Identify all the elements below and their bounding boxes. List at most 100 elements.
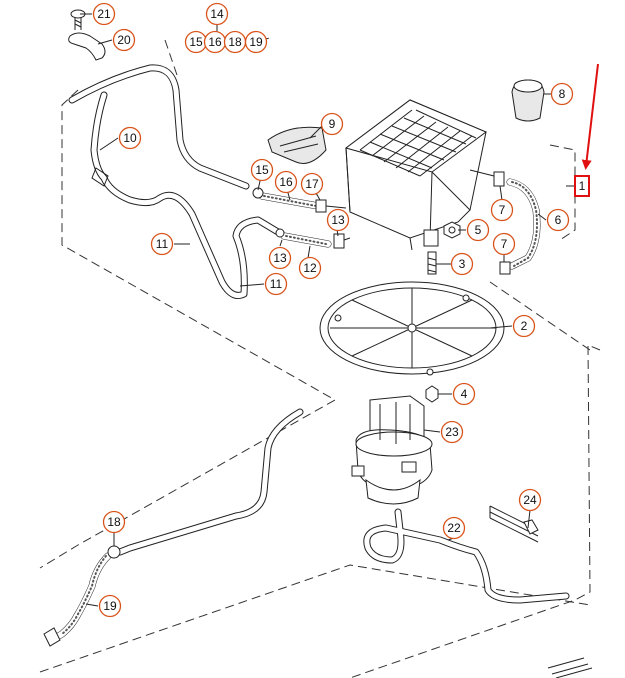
callout-c10: 10 xyxy=(118,126,142,150)
highlighted-part-label-1: 1 xyxy=(574,175,590,197)
callout-c20: 20 xyxy=(112,28,136,52)
callout-circle xyxy=(492,232,516,256)
callout-number: 7 xyxy=(499,203,506,217)
callout-circle xyxy=(442,516,466,540)
callout-circle xyxy=(546,208,570,232)
hose-part-19 xyxy=(43,545,121,647)
canister-housing xyxy=(344,99,488,251)
hose-part-10-11 xyxy=(90,91,282,299)
callout-c7b: 7 xyxy=(492,232,516,256)
callout-circle xyxy=(102,510,126,534)
callout-c16a: 16 xyxy=(203,30,227,54)
part-fragment-bottom-right xyxy=(547,657,593,678)
callout-number: 17 xyxy=(305,177,319,191)
nut-part-4 xyxy=(425,385,439,403)
callout-c13a: 13 xyxy=(326,208,350,232)
hose-part-22 xyxy=(363,508,570,604)
callout-c18a: 18 xyxy=(223,30,247,54)
callout-circle xyxy=(264,272,288,296)
pump-part-23 xyxy=(351,395,433,505)
callout-c15a: 15 xyxy=(184,30,208,54)
callout-circle xyxy=(326,208,350,232)
callout-number: 6 xyxy=(555,213,562,227)
callout-c9: 9 xyxy=(320,112,344,136)
callout-circle xyxy=(150,232,174,256)
callout-circle xyxy=(112,28,136,52)
callout-number: 16 xyxy=(279,175,293,189)
callout-circle xyxy=(250,158,274,182)
callout-circle xyxy=(320,112,344,136)
callout-c22: 22 xyxy=(442,516,466,540)
callout-number: 13 xyxy=(273,251,287,265)
callout-c5: 5 xyxy=(466,218,490,242)
callout-c23: 23 xyxy=(440,420,464,444)
cap-part-8 xyxy=(511,79,545,122)
callout-c7a: 7 xyxy=(490,198,514,222)
callout-c24: 24 xyxy=(518,488,542,512)
callout-c11b: 11 xyxy=(264,272,288,296)
callout-number: 22 xyxy=(447,521,461,535)
callout-circle xyxy=(466,218,490,242)
mounting-ring-part-2 xyxy=(319,281,505,376)
callout-circle xyxy=(274,170,298,194)
callout-number: 21 xyxy=(97,7,111,21)
callout-c17: 17 xyxy=(300,172,324,196)
callout-labels: 21 20 14 15 16 18 19 8 9 10 15 16 17 7 6 13 5 11 13 12 7 3 11 2… xyxy=(92,2,574,618)
callout-circle xyxy=(550,82,574,106)
callout-circle xyxy=(490,198,514,222)
highlight-arrow xyxy=(581,63,599,170)
callout-c18b: 18 xyxy=(102,510,126,534)
callout-number: 3 xyxy=(459,257,466,271)
callout-number: 16 xyxy=(208,35,222,49)
callout-c14: 14 xyxy=(205,2,229,26)
callout-circle xyxy=(512,314,536,338)
callout-number: 15 xyxy=(189,35,203,49)
callout-number: 18 xyxy=(228,35,242,49)
callout-number: 24 xyxy=(523,493,537,507)
callout-circle xyxy=(440,420,464,444)
callout-c15b: 15 xyxy=(250,158,274,182)
hose-lower-left xyxy=(116,408,304,556)
callout-number: 5 xyxy=(475,223,482,237)
callout-circle xyxy=(118,126,142,150)
callout-circle xyxy=(92,2,116,26)
callout-number: 7 xyxy=(501,237,508,251)
callout-c4: 4 xyxy=(452,382,476,406)
bolt-part-3 xyxy=(427,251,437,275)
callout-c19b: 19 xyxy=(98,594,122,618)
callout-c3: 3 xyxy=(450,252,474,276)
callout-circle xyxy=(98,594,122,618)
assembly-boundary-lines xyxy=(39,37,601,678)
nut-part-5 xyxy=(443,221,461,239)
callout-number: 18 xyxy=(107,515,121,529)
hose-part-16-12 xyxy=(252,187,351,249)
pad-part-9 xyxy=(267,126,327,164)
callout-number: 11 xyxy=(270,277,283,291)
callout-circle xyxy=(298,256,322,280)
callout-number: 23 xyxy=(445,425,459,439)
clip-part-20 xyxy=(68,32,106,61)
callout-c6: 6 xyxy=(546,208,570,232)
highlighted-part-number: 1 xyxy=(579,179,586,193)
callout-number: 15 xyxy=(255,163,269,177)
callout-c19a: 19 xyxy=(244,30,268,54)
screw-part-21 xyxy=(70,9,86,30)
callout-number: 10 xyxy=(123,131,137,145)
callout-circle xyxy=(205,2,229,26)
callout-circle xyxy=(244,30,268,54)
callout-number: 13 xyxy=(331,213,345,227)
callout-c12: 12 xyxy=(298,256,322,280)
hose-top-pipe xyxy=(68,64,250,190)
callout-c16b: 16 xyxy=(274,170,298,194)
callout-number: 9 xyxy=(329,117,336,131)
callout-circle xyxy=(452,382,476,406)
callout-number: 20 xyxy=(117,33,131,47)
callout-c21: 21 xyxy=(92,2,116,26)
callout-number: 19 xyxy=(249,35,263,49)
callout-number: 8 xyxy=(559,87,566,101)
callout-c11a: 11 xyxy=(150,232,174,256)
callout-circle xyxy=(300,172,324,196)
callout-c8: 8 xyxy=(550,82,574,106)
callout-number: 14 xyxy=(210,7,224,21)
